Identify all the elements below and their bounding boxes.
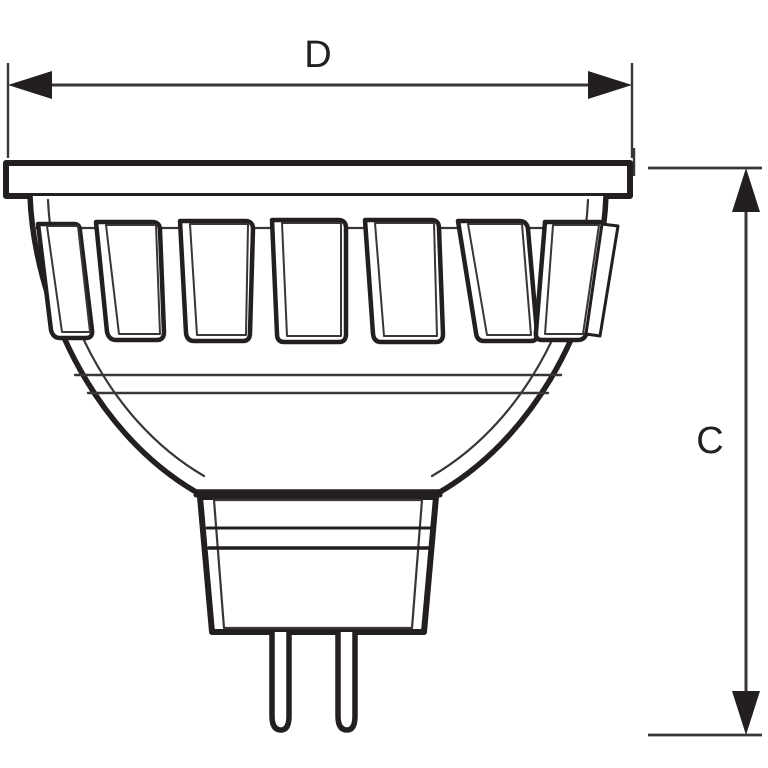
facet-8	[584, 222, 620, 338]
lamp-body	[3, 160, 633, 733]
facet-3	[177, 218, 256, 344]
dimension-label-diameter: D	[304, 34, 331, 76]
dimension-diameter: D	[6, 34, 634, 158]
arrowhead-right-icon	[588, 71, 632, 99]
dimension-label-height: C	[696, 420, 723, 462]
reflector-facets	[35, 217, 620, 345]
arrowhead-left-icon	[8, 71, 52, 99]
face-flange	[3, 160, 633, 199]
facet-3-inner	[189, 223, 249, 336]
dimension-height: C	[632, 148, 762, 737]
facet-4-inner	[281, 222, 342, 337]
facet-6-inner	[467, 223, 532, 336]
flange-outline	[3, 160, 633, 199]
facet-5-inner	[374, 222, 438, 337]
facet-7-inner	[544, 224, 600, 335]
pin-left	[269, 629, 292, 733]
facet-2	[93, 219, 167, 343]
facet-2-inner	[105, 224, 161, 335]
lamp-base-housing	[193, 492, 443, 635]
arrowhead-up-icon	[732, 168, 760, 212]
pin-right	[335, 629, 358, 733]
base-inner-outline	[212, 498, 424, 630]
facet-1-inner	[46, 225, 91, 333]
facet-4	[269, 217, 349, 345]
arrowhead-down-icon	[732, 691, 760, 735]
facet-5	[362, 217, 446, 345]
base-pins	[269, 629, 358, 733]
base-outline	[197, 494, 439, 635]
